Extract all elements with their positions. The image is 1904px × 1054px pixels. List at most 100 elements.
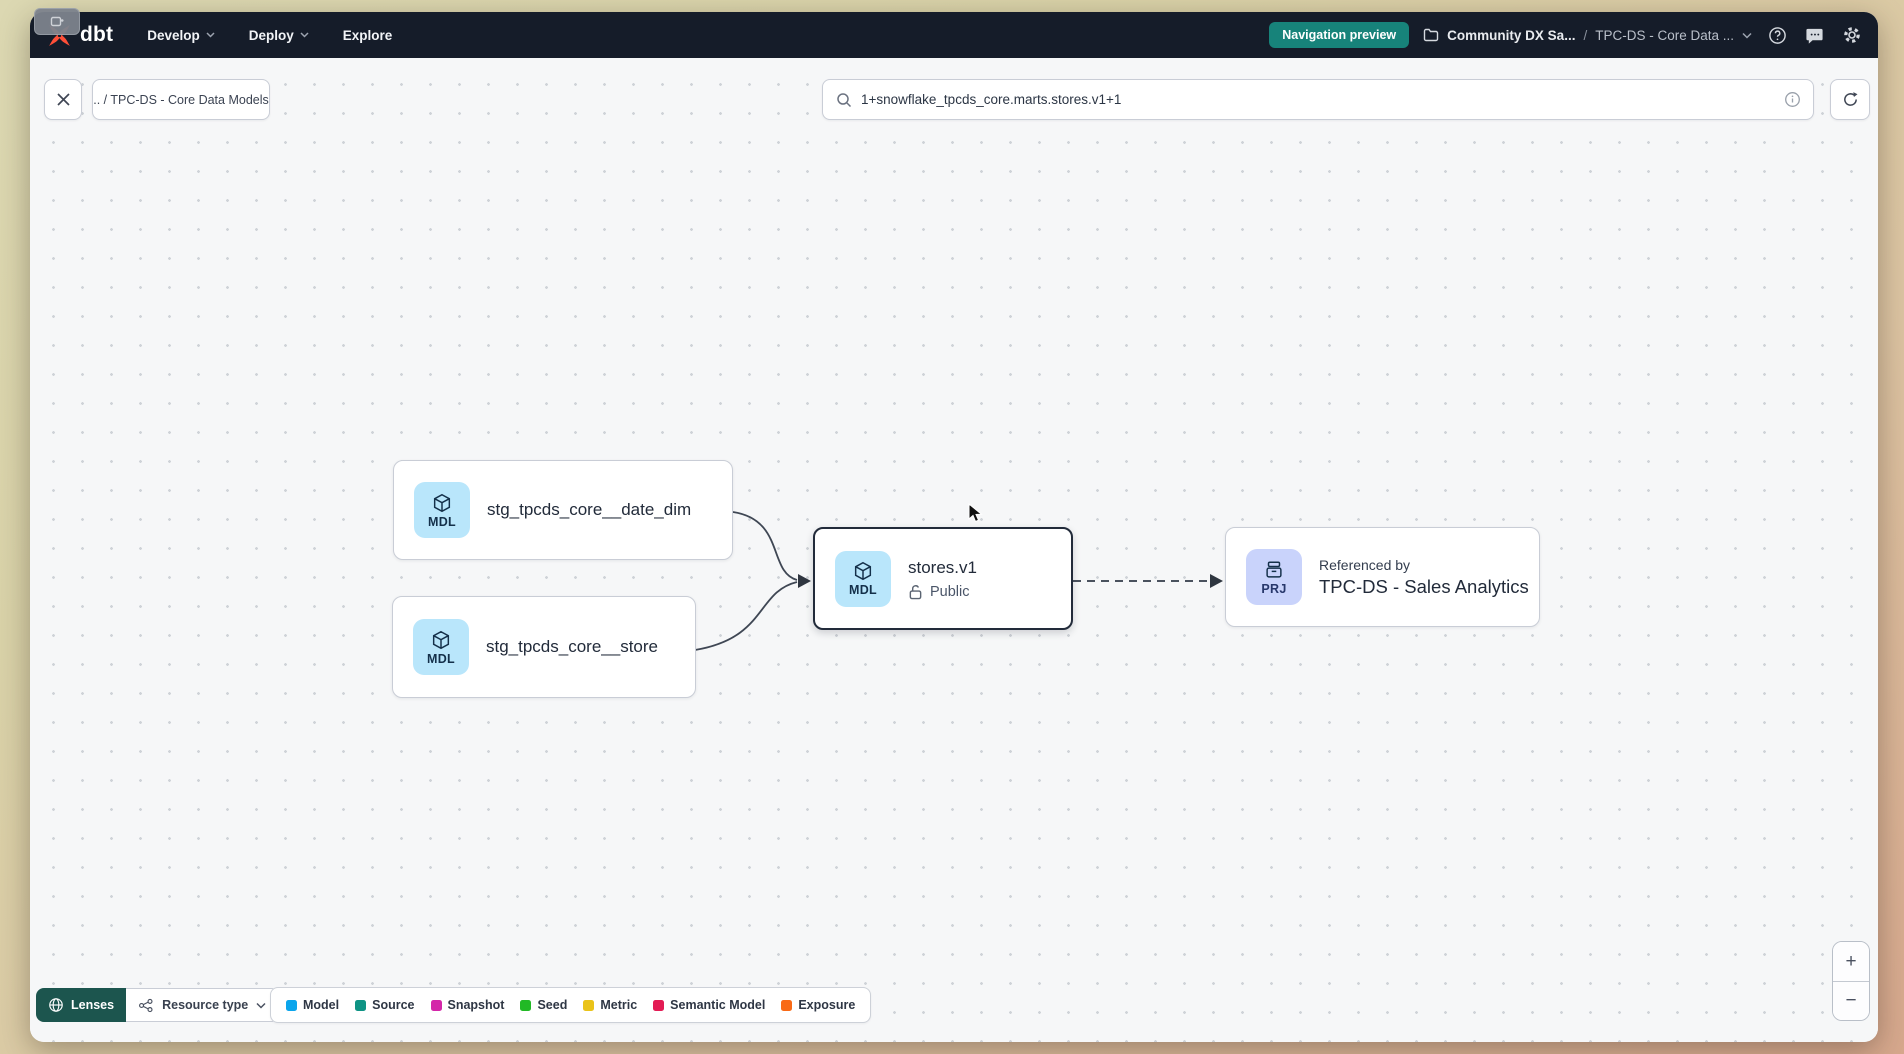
legend-label: Source — [372, 998, 415, 1012]
window-icon — [50, 16, 63, 27]
arrowhead — [1210, 574, 1223, 588]
node-label: stg_tpcds_core__store — [486, 637, 658, 656]
resource-badge: MDL — [849, 583, 877, 597]
cube-icon — [432, 630, 450, 649]
legend-item-model: Model — [286, 998, 339, 1012]
main-menu: Develop Deploy Explore — [147, 28, 392, 43]
legend-label: Snapshot — [447, 998, 505, 1012]
legend-swatch — [520, 999, 532, 1011]
legend-label: Semantic Model — [670, 998, 766, 1012]
legend-label: Metric — [600, 998, 638, 1012]
search-icon — [837, 92, 852, 107]
node-label: stores.v1 — [908, 557, 977, 577]
edge-store-to-stores — [694, 581, 798, 651]
menu-explore[interactable]: Explore — [343, 28, 393, 43]
node-stores-v1-selected[interactable]: MDL stores.v1 Public — [813, 527, 1073, 630]
project-stack-icon — [1266, 560, 1282, 578]
edge-date-dim-to-stores — [732, 511, 798, 581]
feedback-icon — [1806, 28, 1823, 44]
app-window: dbt Develop Deploy Explore Navigation pr… — [30, 12, 1878, 1042]
referenced-project-name: TPC-DS - Sales Analytics — [1319, 575, 1529, 597]
menu-develop-label: Develop — [147, 27, 200, 43]
zoom-in-button[interactable]: + — [1833, 942, 1869, 982]
breadcrumb-account[interactable]: Community DX Sa... — [1447, 27, 1576, 43]
chevron-down-icon — [300, 32, 309, 38]
legend-label: Model — [303, 998, 340, 1012]
model-resource-icon: MDL — [413, 619, 469, 675]
breadcrumb: Community DX Sa... / TPC-DS - Core Data … — [1423, 28, 1752, 43]
lineage-canvas[interactable]: .. / TPC-DS - Core Data Models — [30, 58, 1878, 1042]
cube-icon — [854, 561, 872, 581]
legend-item-seed: Seed — [520, 998, 567, 1012]
navbar-right: Navigation preview Community DX Sa... / … — [1269, 22, 1864, 48]
chevron-down-icon[interactable] — [1742, 32, 1752, 39]
legend-item-semantic-model: Semantic Model — [653, 998, 765, 1012]
arrowhead — [798, 574, 811, 588]
breadcrumb-separator: / — [1583, 27, 1588, 43]
lineage-search — [822, 79, 1814, 120]
resource-badge: MDL — [428, 514, 456, 529]
node-access: Public — [908, 584, 977, 600]
resource-type-label: Resource type — [162, 998, 249, 1012]
close-lineage-button[interactable] — [44, 79, 82, 120]
legend-item-metric: Metric — [583, 998, 637, 1012]
graph-icon — [139, 998, 153, 1012]
lenses-button[interactable]: Lenses — [36, 988, 127, 1022]
gear-icon — [1844, 27, 1860, 43]
node-stg-tpcds-core-date-dim[interactable]: MDL stg_tpcds_core__date_dim — [393, 460, 733, 560]
cube-icon — [433, 493, 451, 512]
legend-label: Seed — [537, 998, 568, 1012]
unlock-icon — [909, 584, 922, 599]
model-resource-icon: MDL — [414, 482, 470, 538]
folder-icon — [1423, 28, 1439, 42]
menu-explore-label: Explore — [342, 27, 393, 43]
legend-swatch — [355, 999, 367, 1011]
referenced-by-title: Referenced by — [1319, 556, 1411, 573]
help-icon — [1769, 26, 1786, 44]
legend-swatch — [430, 999, 442, 1011]
search-input[interactable] — [861, 92, 1784, 107]
feedback-button[interactable] — [1803, 24, 1826, 47]
dbt-logo-text: dbt — [80, 23, 114, 46]
top-navbar: dbt Develop Deploy Explore Navigation pr… — [30, 12, 1878, 58]
model-resource-icon: MDL — [835, 550, 891, 607]
refresh-lineage-button[interactable] — [1830, 79, 1870, 120]
node-text: Referenced by TPC-DS - Sales Analytics — [1319, 557, 1529, 598]
resource-type-dropdown[interactable]: Resource type — [126, 988, 280, 1022]
resource-badge: MDL — [427, 651, 455, 666]
zoom-out-button[interactable]: − — [1833, 981, 1869, 1020]
lenses-label: Lenses — [71, 998, 115, 1012]
navigation-preview-button[interactable]: Navigation preview — [1269, 22, 1410, 48]
parent-folder-chip[interactable]: .. / TPC-DS - Core Data Models — [92, 79, 270, 120]
settings-button[interactable] — [1840, 23, 1864, 47]
legend-swatch — [781, 999, 793, 1011]
node-text: stores.v1 Public — [908, 558, 977, 600]
legend-item-exposure: Exposure — [781, 998, 855, 1012]
chevron-down-icon — [256, 1002, 266, 1009]
lens-icon — [49, 998, 63, 1012]
menu-develop[interactable]: Develop — [147, 28, 215, 43]
legend-label: Exposure — [798, 998, 856, 1012]
node-stg-tpcds-core-store[interactable]: MDL stg_tpcds_core__store — [392, 596, 696, 698]
legend-swatch — [583, 999, 595, 1011]
capture-tab-artifact — [34, 8, 80, 35]
zoom-controls: + − — [1832, 941, 1870, 1021]
node-referenced-by-project[interactable]: PRJ Referenced by TPC-DS - Sales Analyti… — [1225, 527, 1540, 627]
breadcrumb-project[interactable]: TPC-DS - Core Data ... — [1595, 27, 1734, 43]
menu-deploy[interactable]: Deploy — [249, 28, 309, 43]
project-resource-icon: PRJ — [1246, 549, 1302, 605]
legend-swatch — [286, 999, 297, 1011]
menu-deploy-label: Deploy — [248, 27, 294, 43]
access-label: Public — [930, 583, 970, 600]
node-label: stg_tpcds_core__date_dim — [487, 500, 692, 519]
resource-badge: PRJ — [1261, 581, 1287, 596]
refresh-icon — [1843, 92, 1857, 106]
mouse-cursor — [968, 503, 983, 523]
chevron-down-icon — [206, 32, 215, 38]
help-button[interactable] — [1766, 24, 1789, 47]
legend-swatch — [653, 999, 665, 1011]
legend-item-source: Source — [355, 998, 415, 1012]
info-icon[interactable] — [1784, 91, 1801, 108]
lens-controls: Lenses Resource type — [36, 988, 280, 1022]
